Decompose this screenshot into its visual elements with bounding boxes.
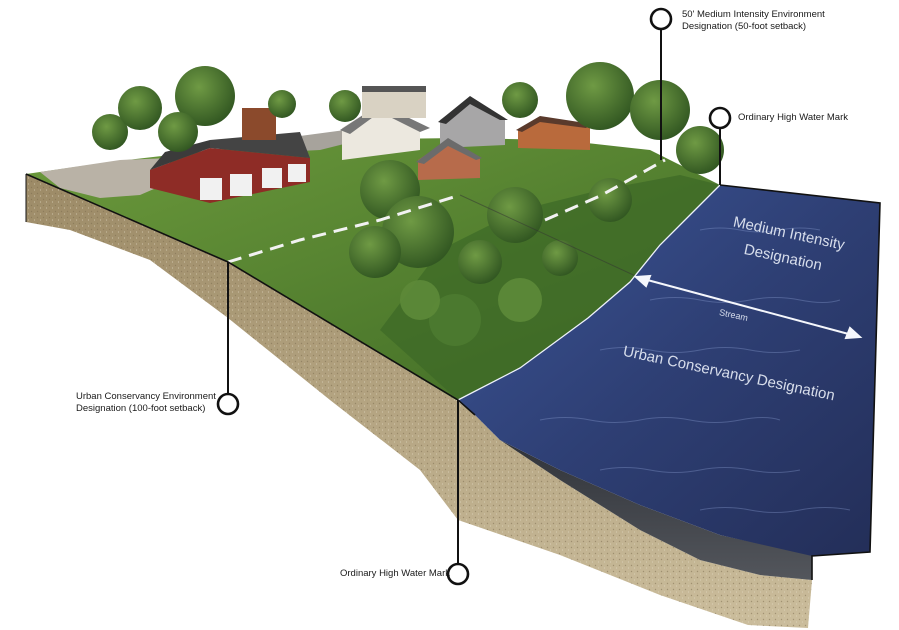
callout-markers [216, 7, 732, 586]
parking-lot [40, 158, 170, 198]
trees [92, 62, 724, 346]
callout-urban-env-label: Urban Conservancy Environment Designatio… [76, 391, 216, 415]
callout-ohwm-top-label: Ordinary High Water Mark [738, 112, 848, 124]
stream-water [458, 185, 880, 556]
callout-medium-env-label: 50' Medium Intensity Environment Designa… [682, 9, 825, 33]
soil-cross-section [26, 174, 812, 628]
water-ripples [539, 227, 851, 513]
designation-boundary-line [459, 194, 641, 279]
callout-ohwm-bottom-marker [446, 562, 470, 586]
stream-width-arrow [633, 274, 863, 340]
callout-ohwm-bottom-label: Ordinary High Water Mark [340, 568, 450, 580]
streambed-rock-band [475, 415, 812, 580]
setback-100ft-line [227, 193, 461, 264]
callout-medium-env-marker [649, 7, 673, 31]
ohwm-shoreline [457, 184, 721, 401]
callout-ohwm-bottom-text: Ordinary High Water Mark [340, 568, 450, 579]
buildings [150, 86, 592, 203]
callout-ohwm-top-marker [708, 106, 732, 130]
callout-medium-env-line2: Designation (50-foot setback) [682, 21, 807, 32]
callout-medium-env-line1: 50' Medium Intensity Environment [682, 9, 825, 20]
callout-urban-env-marker [216, 392, 240, 416]
callout-urban-env-line2: Designation (100-foot setback) [76, 403, 206, 414]
callout-urban-env-line1: Urban Conservancy Environment [76, 391, 216, 402]
block-front-edge [25, 173, 476, 416]
setback-lines [227, 158, 666, 279]
callout-ohwm-top-text: Ordinary High Water Mark [738, 112, 848, 123]
block-outline [719, 184, 881, 580]
